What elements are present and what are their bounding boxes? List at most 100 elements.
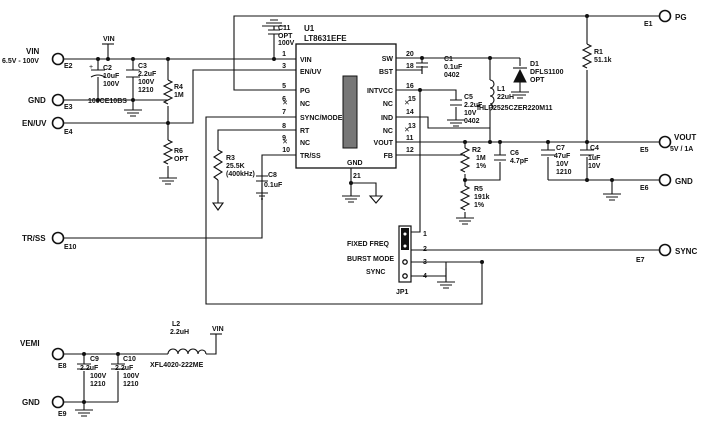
c9-value: 2.2uF: [80, 365, 99, 372]
pin-number: 7: [282, 109, 286, 116]
r4-ref: R4: [174, 84, 183, 91]
grounds: [75, 19, 621, 417]
terminal-gnd-out-id: E6: [640, 185, 649, 192]
c10-voltage: 100V: [123, 373, 140, 380]
wire-sync-mode: [205, 116, 483, 305]
c2-value: 10uF: [103, 73, 120, 80]
resistors: [162, 43, 593, 211]
jumper-pin: [402, 273, 408, 279]
ground-icon: [368, 195, 384, 204]
net-labels: VIN VIN: [102, 36, 224, 335]
jumper-pin-number: 1: [423, 231, 427, 238]
c2-voltage: 100V: [103, 81, 120, 88]
junction-dot: [131, 98, 135, 102]
junction-dot: [349, 181, 353, 185]
ic-exposed-pad: [342, 75, 358, 149]
l2-vin-net-label: VIN: [212, 326, 224, 333]
junction-dot: [96, 98, 100, 102]
c8-value: 0.1uF: [264, 182, 283, 189]
r2-symbol: [459, 147, 471, 173]
wire-en-uv-node: [64, 122, 169, 140]
junction-dot: [82, 352, 86, 356]
junction-dot: [585, 178, 589, 182]
junction-dot: [131, 57, 135, 61]
wire-l2-right: [206, 334, 217, 355]
terminal-gnd-out-name: GND: [675, 177, 693, 186]
c10-package: 1210: [123, 381, 139, 388]
pin-number: 10: [282, 147, 290, 154]
junction-dot: [463, 178, 467, 182]
r3-frequency: (400kHz): [226, 171, 255, 178]
terminal-gnd-in: [51, 93, 65, 107]
jumper-mode-label: FIXED FREQ: [347, 241, 390, 248]
ic-u1: U1 LT8631EFE 1 VIN 3 EN/UV 5 PG 6 NC 7 S…: [282, 24, 416, 180]
c7-voltage: 10V: [556, 161, 569, 168]
junctions: [82, 14, 614, 404]
jumper-jp1: JP1 FIXED FREQ BURST MODE SYNC 1 2 3 4: [347, 225, 427, 296]
c5-voltage: 10V: [464, 110, 477, 117]
pin-number: 18: [406, 63, 414, 70]
jumper-pin-number: 3: [423, 259, 427, 266]
c5-symbol: [450, 99, 462, 106]
ground-icon: [342, 195, 360, 203]
r3-value: 25.5K: [226, 163, 245, 170]
r3-symbol: [212, 149, 224, 181]
terminal-vin-range: 6.5V - 100V: [2, 58, 39, 65]
c2-part: 100CE10BS: [88, 98, 127, 105]
wire-ind-pin: [396, 116, 490, 129]
nc-mark: ✕: [404, 127, 410, 134]
l1-part: IHLP2525CZER220M11: [477, 105, 553, 112]
nc-mark: ✕: [404, 100, 410, 107]
jumper-ref: JP1: [396, 289, 409, 296]
wire-pg-pin: [233, 15, 659, 91]
wire-bst-pin: [396, 69, 423, 74]
pin-number: 9: [282, 135, 286, 142]
pin-number: 20: [406, 51, 414, 58]
pin-number: 14: [406, 109, 414, 116]
ic-part: LT8631EFE: [304, 34, 347, 43]
l2-symbol: [167, 348, 207, 355]
pin-name: NC: [383, 128, 393, 135]
terminal-vin-name: VIN: [26, 47, 40, 56]
d1-symbol: [513, 68, 527, 83]
pin-name: TR/SS: [300, 153, 321, 160]
pin-name: NC: [383, 101, 393, 108]
jumper-pin-number: 2: [423, 246, 427, 253]
wire-intvcc-pin: [396, 89, 457, 100]
junction-dot: [585, 14, 589, 18]
junction-dot: [166, 57, 170, 61]
c4-voltage: 10V: [588, 163, 601, 170]
c8-ref: C8: [268, 172, 277, 179]
junction-dot: [272, 57, 276, 61]
terminal-en-uv-id: E4: [64, 129, 73, 136]
c9-symbol: [77, 363, 91, 370]
junction-dot: [488, 56, 492, 60]
c1-package: 0402: [444, 72, 460, 79]
l2-ref: L2: [172, 321, 180, 328]
ground-icon: [447, 119, 465, 127]
r5-value: 191k: [474, 194, 490, 201]
r5-symbol: [459, 185, 471, 211]
c2-plus: +: [89, 64, 93, 71]
wire-rt-pin: [217, 129, 296, 150]
junction-dot: [166, 121, 170, 125]
l1-symbol: [489, 79, 495, 111]
jumper-pin: [402, 259, 408, 265]
jumper-pin-number: 4: [423, 273, 427, 280]
ground-icon: [75, 409, 93, 417]
terminal-tr-ss-id: E10: [64, 244, 77, 251]
ground-icon: [511, 91, 529, 99]
c7-package: 1210: [556, 169, 572, 176]
d1-ref: D1: [530, 61, 539, 68]
magnetics: [167, 67, 527, 355]
c1-ref: C1: [444, 56, 453, 63]
l1-ref: L1: [497, 86, 505, 93]
pin-number: 13: [408, 123, 416, 130]
junction-dot: [480, 260, 484, 264]
r1-value: 51.1k: [594, 57, 612, 64]
c7-symbol: [541, 149, 555, 156]
ground-icon: [437, 281, 455, 289]
terminal-vout: [658, 135, 672, 149]
c5-package: 0402: [464, 118, 480, 125]
